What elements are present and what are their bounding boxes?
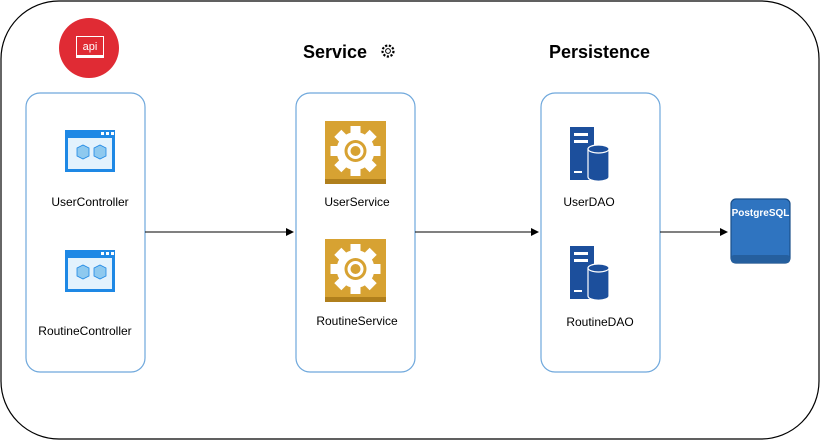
api-badge-text: api — [83, 41, 98, 53]
database-box-icon — [730, 198, 791, 264]
user-service-label: UserService — [324, 195, 390, 209]
routine-controller-label: RoutineController — [38, 324, 132, 338]
server-database-icon — [570, 127, 610, 182]
postgresql-label: PostgreSQL — [731, 208, 790, 219]
api-logo-icon: api — [59, 18, 119, 78]
gear-tile-icon — [325, 121, 386, 184]
service-tier-title: Service — [303, 42, 368, 62]
persistence-tier-box — [540, 92, 661, 373]
web-app-icon — [65, 250, 115, 292]
persistence-tier-title: Persistence — [549, 42, 651, 62]
user-controller-label: UserController — [51, 195, 129, 209]
web-app-icon — [65, 130, 115, 172]
routine-dao-label: RoutineDAO — [566, 315, 634, 329]
gear-icon — [381, 44, 395, 58]
server-database-icon — [570, 246, 610, 301]
routine-service-label: RoutineService — [316, 314, 398, 328]
gear-tile-icon — [325, 239, 386, 302]
user-dao-label: UserDAO — [563, 195, 615, 209]
